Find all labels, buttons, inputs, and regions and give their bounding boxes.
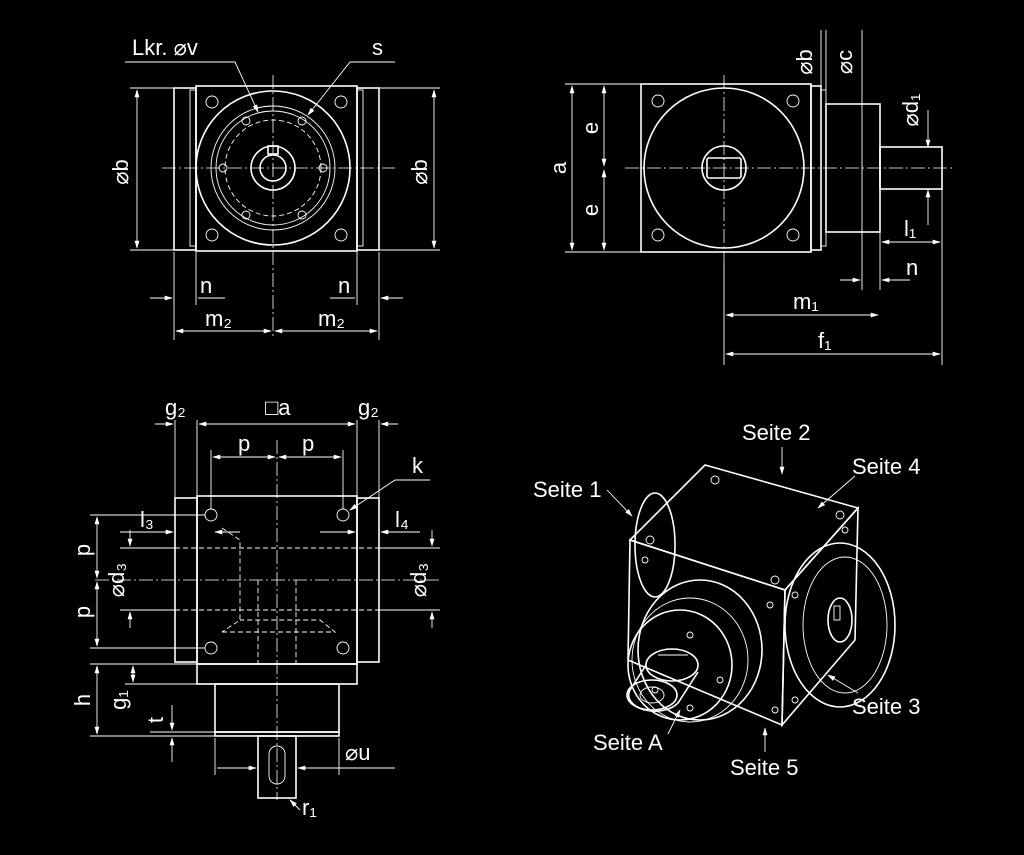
label-seite-a: Seite A — [593, 730, 663, 755]
label-g1: g₁ — [106, 690, 131, 710]
top-view: g₂ □a g₂ p p k l₃ l₄ p p ⌀d₃ ⌀d₃ h g₁ t … — [70, 395, 440, 820]
label-phi-u: ⌀u — [345, 740, 370, 765]
label-phi-d3-right: ⌀d₃ — [406, 563, 431, 597]
label-k: k — [412, 453, 424, 478]
label-seite-3: Seite 3 — [852, 694, 921, 719]
label-p-left-lower: p — [70, 606, 95, 618]
isometric-view: Seite 1 Seite 2 Seite 4 Seite 3 Seite 5 … — [533, 420, 921, 780]
label-t: t — [143, 717, 168, 723]
label-e-bottom: e — [578, 204, 603, 216]
label-l1: l₁ — [904, 216, 916, 241]
label-m1: m₁ — [793, 289, 819, 314]
label-phi-d1: ⌀d₁ — [898, 94, 923, 127]
label-p-top-left: p — [238, 431, 250, 456]
label-m2-right: m₂ — [318, 306, 345, 331]
label-seite-1: Seite 1 — [533, 477, 602, 502]
label-r1: r₁ — [302, 795, 317, 820]
label-n-side: n — [906, 255, 918, 280]
label-h: h — [70, 694, 95, 706]
label-m2-left: m₂ — [205, 306, 232, 331]
label-seite-2: Seite 2 — [742, 420, 811, 445]
label-seite-5: Seite 5 — [730, 755, 799, 780]
label-l3: l₃ — [140, 507, 154, 532]
label-phi-b-right: ⌀b — [407, 159, 432, 184]
label-n-right: n — [338, 273, 350, 298]
label-f1: f₁ — [818, 328, 832, 353]
label-phi-c: ⌀c — [832, 50, 857, 74]
label-g2-right: g₂ — [358, 395, 379, 420]
label-lkr-v: Lkr. ⌀v — [132, 35, 198, 60]
label-phi-b-left: ⌀b — [108, 159, 133, 184]
side-view: ⌀b ⌀c ⌀d₁ a e e l₁ n m₁ f₁ — [546, 30, 955, 365]
label-g2-left: g₂ — [165, 395, 186, 420]
label-phi-d3-left: ⌀d₃ — [104, 563, 129, 597]
label-e-top: e — [578, 122, 603, 134]
label-n-left: n — [200, 273, 212, 298]
front-view: Lkr. ⌀v s ⌀b ⌀b n n m₂ m₂ — [108, 35, 440, 340]
label-l4: l₄ — [395, 507, 409, 532]
label-p-left-upper: p — [70, 544, 95, 556]
label-square-a: □a — [265, 395, 291, 420]
label-p-top-right: p — [302, 431, 314, 456]
label-seite-4: Seite 4 — [852, 454, 921, 479]
label-s: s — [372, 35, 383, 60]
label-a: a — [546, 161, 571, 174]
label-phi-b: ⌀b — [792, 49, 817, 74]
